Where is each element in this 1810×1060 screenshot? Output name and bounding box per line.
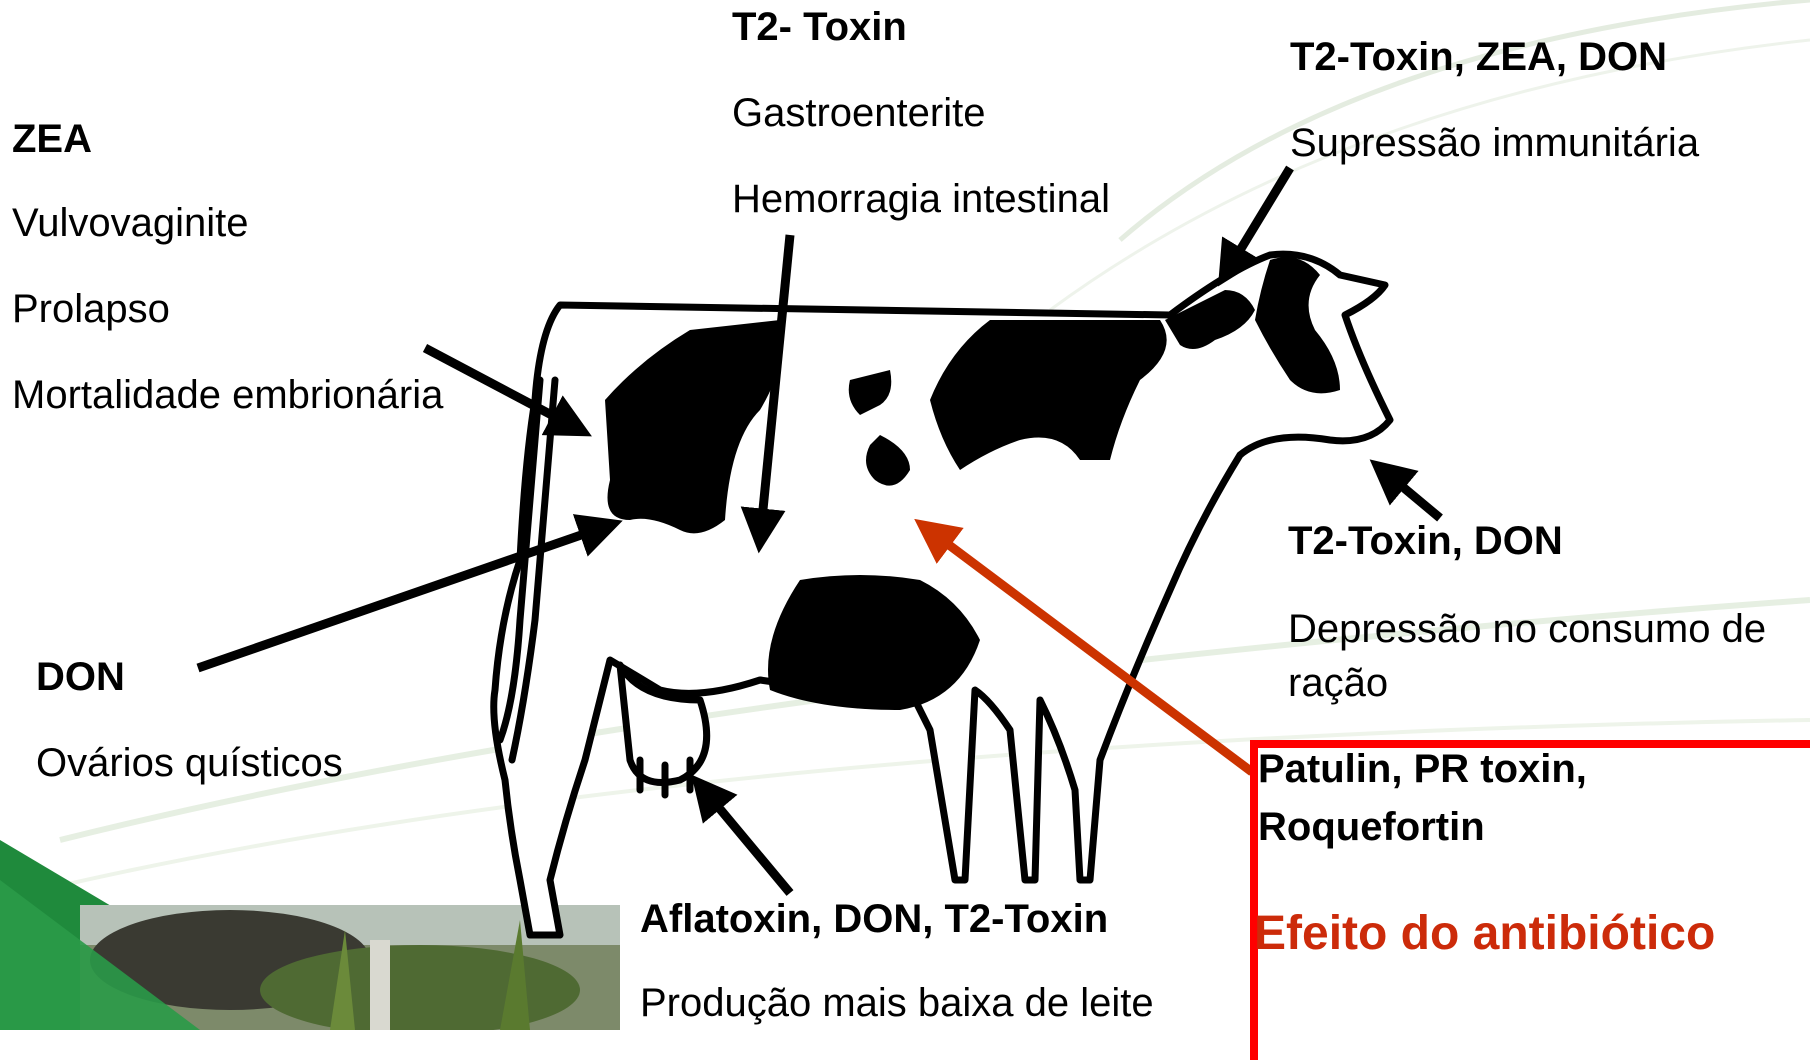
arrow-milk	[700, 785, 790, 893]
milk-line-1: Produção mais baixa de leite	[640, 980, 1154, 1026]
arrow-feed	[1380, 468, 1440, 518]
immune-title: T2-Toxin, ZEA, DON	[1290, 34, 1667, 80]
ovary-line-1: Ovários quísticos	[36, 740, 343, 786]
zea-line-3: Mortalidade embrionária	[12, 372, 443, 418]
ovary-title: DON	[36, 654, 125, 700]
antibiotic-title-line-2: Roquefortin	[1258, 804, 1485, 850]
zea-line-2: Prolapso	[12, 286, 170, 332]
antibiotic-effect: Efeito do antibiótico	[1254, 906, 1715, 961]
arrow-immune	[1225, 168, 1290, 275]
t2-top-line-1: Gastroenterite	[732, 90, 985, 136]
antibiotic-title-line-1: Patulin, PR toxin,	[1258, 746, 1587, 792]
feed-line-2: ração	[1288, 660, 1388, 706]
milk-title: Aflatoxin, DON, T2-Toxin	[640, 896, 1108, 942]
t2-top-line-2: Hemorragia intestinal	[732, 176, 1110, 222]
arrow-antibiotic	[925, 527, 1252, 772]
zea-title: ZEA	[12, 116, 92, 162]
immune-line-1: Supressão immunitária	[1290, 120, 1699, 166]
zea-line-1: Vulvovaginite	[12, 200, 248, 246]
arrow-t2-gut	[760, 235, 790, 540]
diagram-canvas: ZEA Vulvovaginite Prolapso Mortalidade e…	[0, 0, 1810, 1030]
t2-top-title: T2- Toxin	[732, 4, 907, 50]
feed-title: T2-Toxin, DON	[1288, 518, 1563, 564]
feed-line-1: Depressão no consumo de	[1288, 606, 1766, 652]
arrow-ovary	[198, 525, 610, 668]
arrow-zea	[425, 348, 580, 430]
